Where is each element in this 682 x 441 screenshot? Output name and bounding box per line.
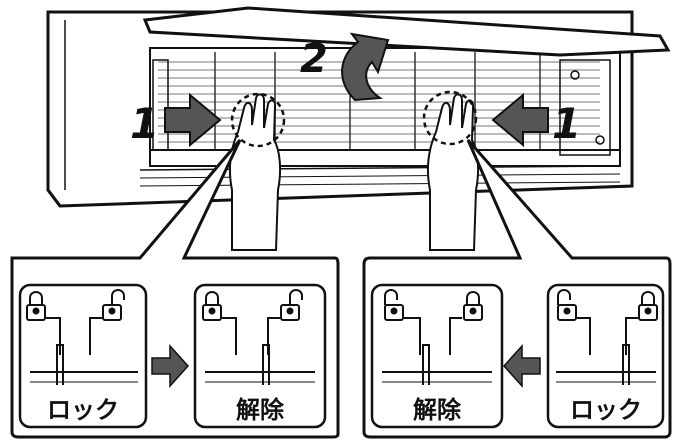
- padlock-closed-icon: [463, 291, 483, 321]
- arrow-right-icon: [151, 344, 190, 388]
- push-arrow-left-icon: [164, 92, 222, 148]
- panel-left-release: 解除: [193, 283, 327, 429]
- aircon-unit: [46, 10, 634, 208]
- panel-right-release-label: 解除: [413, 396, 462, 424]
- padlock-closed-icon: [26, 291, 46, 321]
- panel-left-lock-label: ロック: [47, 396, 119, 424]
- latch-highlight-right: [422, 90, 478, 146]
- padlock-open-icon: [557, 289, 577, 321]
- latch-highlight-left: [230, 92, 286, 148]
- padlock-open-icon: [102, 289, 125, 321]
- step-1-left-label: 1: [130, 99, 159, 148]
- padlock-open-icon: [384, 289, 404, 321]
- panel-right-lock: ロック: [546, 283, 665, 429]
- lift-arrow-icon: [341, 32, 390, 102]
- panel-right-release: 解除: [370, 283, 504, 429]
- panel-left-lock: ロック: [18, 283, 148, 429]
- padlock-open-icon: [280, 289, 303, 321]
- step-1-right-label: 1: [552, 99, 581, 148]
- push-arrow-right-icon: [491, 92, 549, 148]
- step-2-label: 2: [300, 36, 328, 82]
- panel-left-release-label: 解除: [236, 396, 285, 424]
- panel-right-lock-label: ロック: [570, 396, 642, 424]
- arrow-left-icon: [502, 344, 541, 388]
- left-hand: [229, 93, 282, 251]
- padlock-closed-icon: [638, 291, 658, 321]
- padlock-closed-icon: [202, 291, 222, 321]
